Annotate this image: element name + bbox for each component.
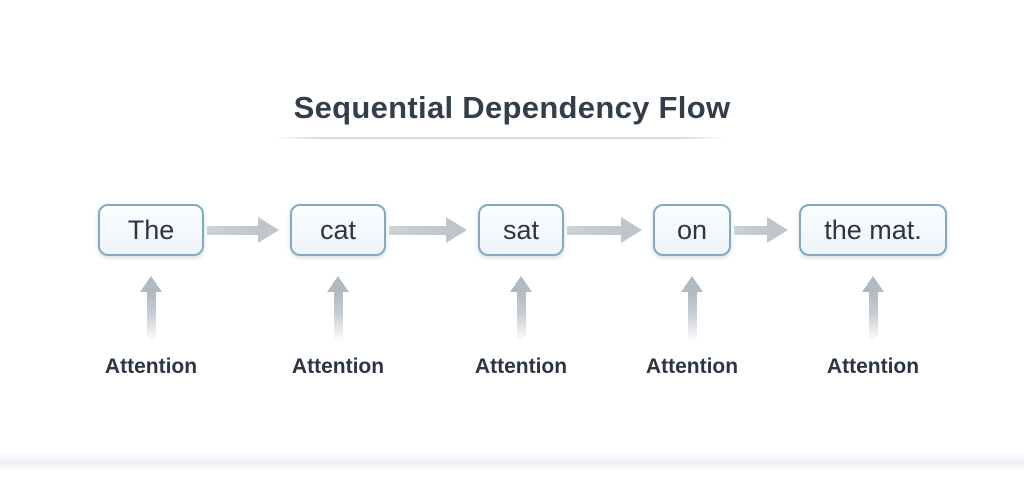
up-arrow-shaft [516,292,526,341]
sequence-flow: The Attention cat Attention [98,204,947,379]
token-column-cat: cat Attention [290,204,386,379]
up-arrow-shaft [146,292,156,341]
word-label: on [676,214,708,245]
right-arrow-head [621,217,642,243]
word-label: sat [502,214,540,245]
up-arrow-icon [681,276,703,341]
word-box-sat: sat [478,204,564,256]
up-arrow-head [681,276,703,292]
up-arrow-icon [327,276,349,341]
attention-label: Attention [645,355,739,378]
token-column-the: The Attention [98,204,204,379]
right-arrow-icon [204,204,290,256]
bottom-gradient-band [0,453,1024,473]
token-column-on: on Attention [646,204,738,379]
word-box-the: The [98,204,204,256]
up-arrow-shaft [333,292,343,341]
right-arrow-head [446,217,467,243]
up-arrow-icon [862,276,884,341]
up-arrow-shaft [687,292,697,341]
word-box-the-mat: the mat. [799,204,947,256]
attention-label: Attention [474,355,568,378]
right-arrow-shaft [567,225,622,235]
word-box-on: on [653,204,731,256]
up-arrow-head [327,276,349,292]
token-column-the-mat: the mat. Attention [799,204,947,379]
right-arrow-head [767,217,788,243]
right-arrow-shaft [389,225,447,235]
right-arrow-shaft [207,225,259,235]
word-label: cat [319,214,357,245]
title-divider [273,137,727,139]
up-arrow-head [140,276,162,292]
up-arrow-head [862,276,884,292]
word-label: The [127,214,175,245]
attention-label: Attention [826,355,920,378]
right-arrow-head [258,217,279,243]
up-arrow-icon [140,276,162,341]
right-arrow-shaft [734,225,768,235]
up-arrow-shaft [868,292,878,341]
attention-label: Attention [104,355,198,378]
diagram-title: Sequential Dependency Flow [293,90,731,125]
token-column-sat: sat Attention [474,204,568,379]
word-label: the mat. [824,214,922,245]
up-arrow-head [510,276,532,292]
right-arrow-icon [731,204,799,256]
right-arrow-icon [564,204,653,256]
up-arrow-icon [510,276,532,341]
word-box-cat: cat [290,204,386,256]
right-arrow-icon [386,204,478,256]
attention-label: Attention [291,355,385,378]
